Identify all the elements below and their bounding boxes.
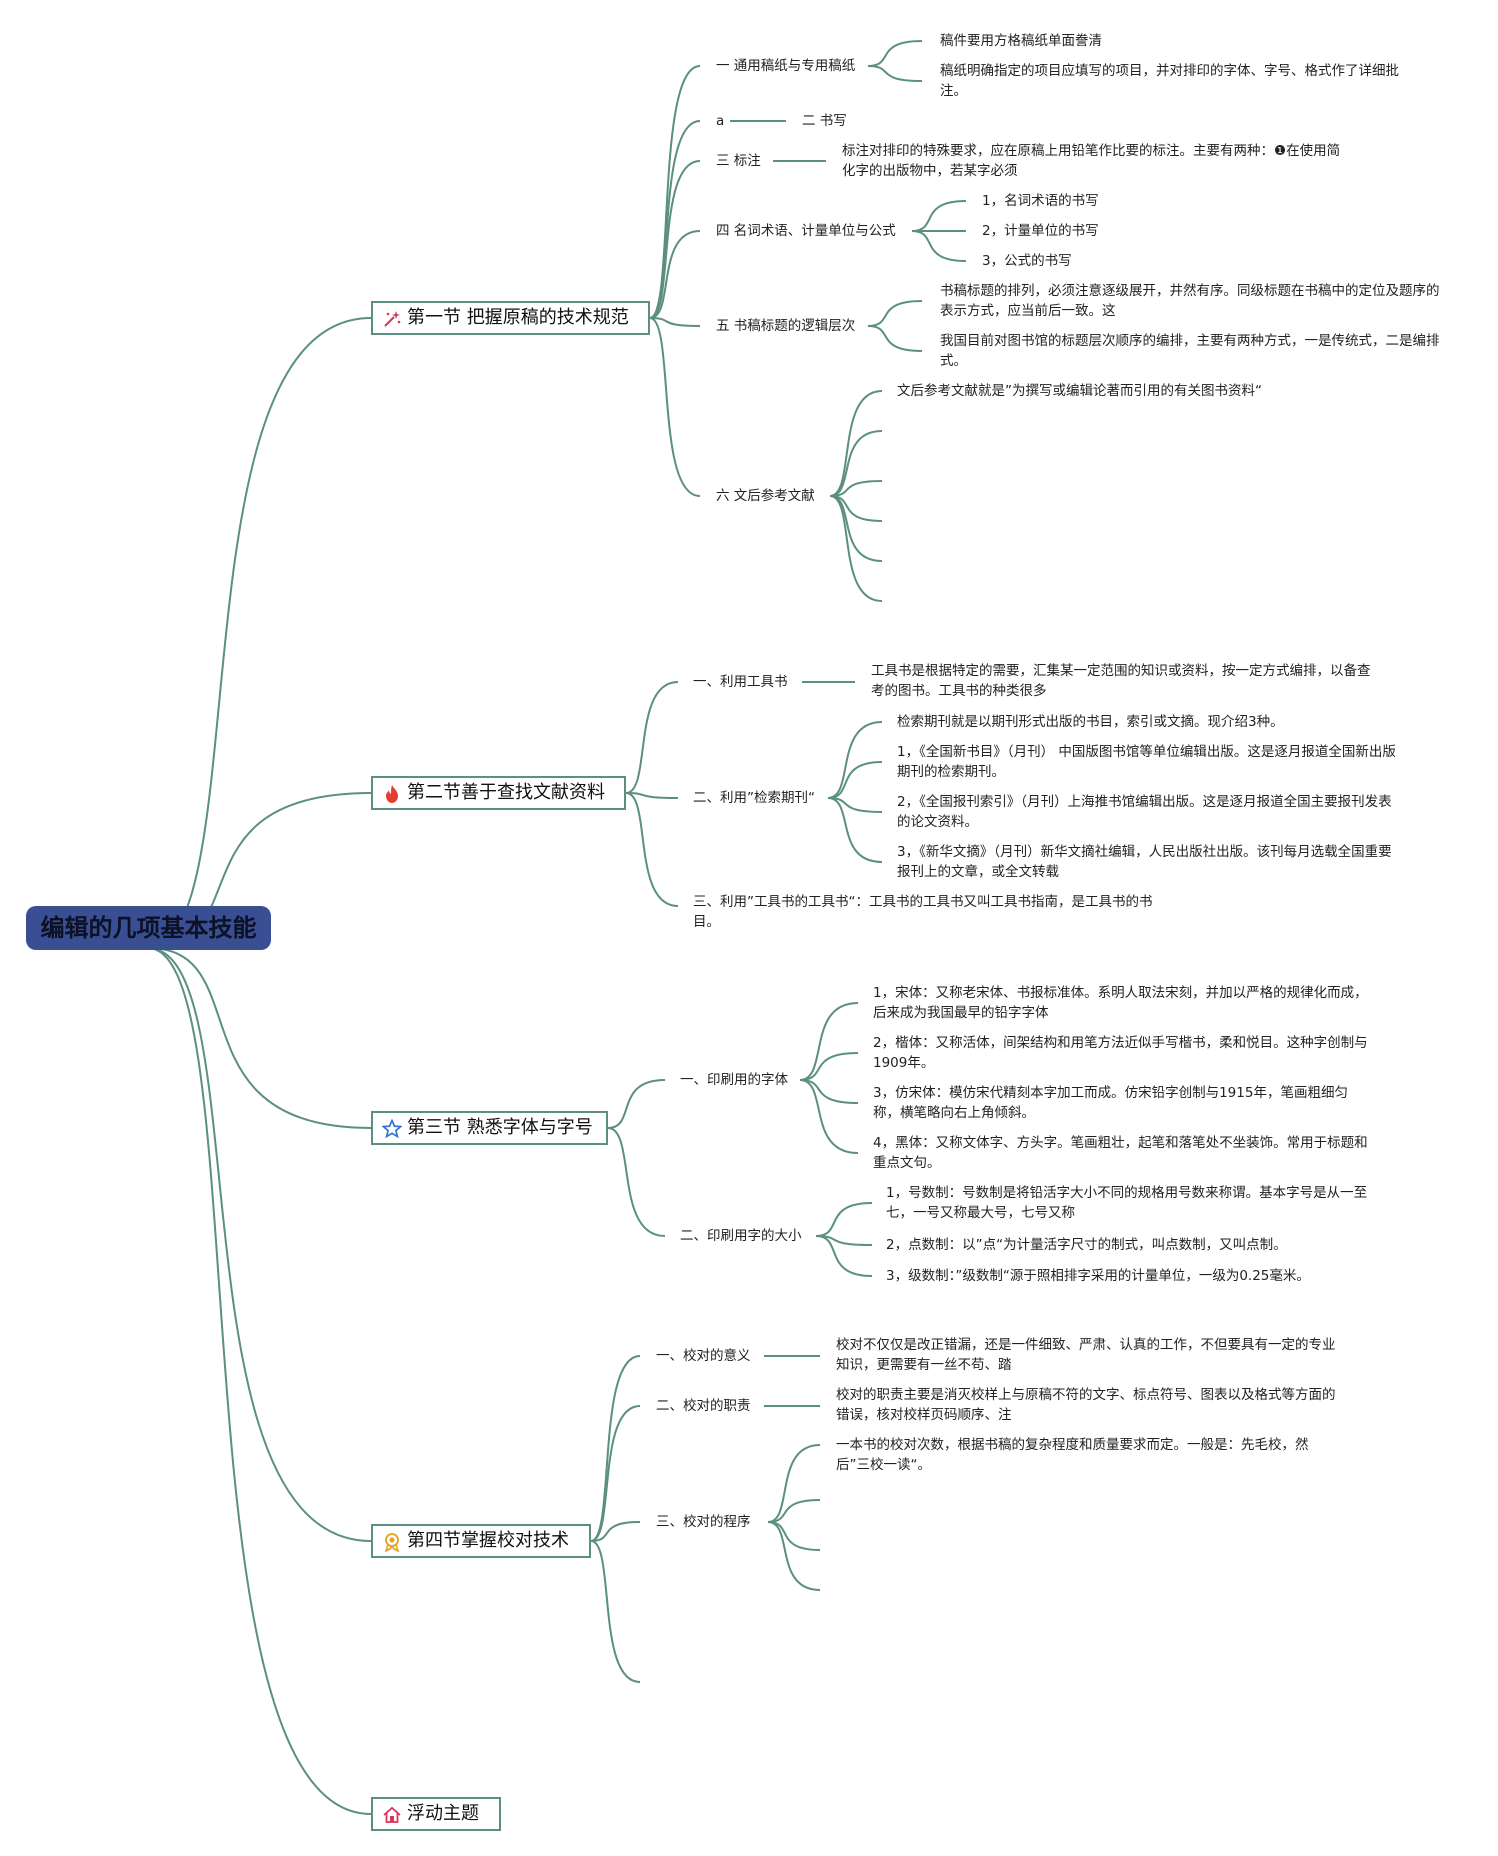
root-to-section-line [147, 947, 372, 1815]
section-3-node[interactable]: 第三节 熟悉字体与字号 [371, 1111, 608, 1145]
section-3-title: 第三节 熟悉字体与字号 [407, 1117, 593, 1138]
s1-topic-1-detail-2[interactable]: 稿纸明确指定的项目应填写的项目，并对排印的字体、字号、格式作了详细批注。 [940, 63, 1399, 99]
s2-branch-line [625, 792, 679, 907]
s4-t3-child-line [767, 1444, 821, 1523]
s1-topic-4-item-2[interactable]: 2，计量单位的书写 [982, 223, 1099, 239]
s3-t1-child-line [799, 1002, 859, 1081]
s2-topic-1[interactable]: 一、利用工具书 [693, 674, 788, 690]
s2-t2-child-line [827, 721, 883, 799]
s1-t6-child-line [829, 480, 883, 497]
s1-topic-3[interactable]: 三 标注 [716, 153, 761, 169]
section-2-node[interactable]: 第二节善于查找文献资料 [371, 776, 626, 810]
section-1-title: 第一节 把握原稿的技术规范 [407, 307, 629, 328]
s2-topic-2-detail-2[interactable]: 1，《全国新书目》（月刊） 中国版图书馆等单位编辑出版。这是逐月报道全国新出版期… [897, 744, 1396, 780]
s3-topic-2-detail-3[interactable]: 3，级数制：”级数制“源于照相排字采用的计量单位，一级为0.25毫米。 [886, 1268, 1310, 1284]
s1-t5-child-line [867, 325, 923, 352]
s1-topic-6-detail[interactable]: 文后参考文献就是”为撰写或编辑论著而引用的有关图书资料“ [897, 383, 1262, 399]
s3-t1-child-line [799, 1079, 859, 1154]
s2-t2-child-line [827, 797, 883, 863]
section-1-node[interactable]: 第一节 把握原稿的技术规范 [371, 301, 650, 335]
s2-topic-2-detail-4[interactable]: 3，《新华文摘》（月刊）新华文摘社编辑，人民出版社出版。该刊每月选载全国重要报刊… [897, 844, 1392, 880]
s1-topic-2[interactable]: 二 书写 [802, 113, 847, 129]
s3-topic-2-detail-1[interactable]: 1，号数制：号数制是将铅活字大小不同的规格用号数来称谓。基本字号是从一至七，一号… [886, 1185, 1368, 1221]
s4-branch-line [590, 1521, 641, 1542]
s3-topic-1-detail-3[interactable]: 3，仿宋体：模仿宋代精刻本字加工而成。仿宋铅字创制与1915年，笔画粗细匀称，横… [873, 1085, 1348, 1121]
s1-branch-line [649, 160, 701, 319]
s1-topic-1-detail-1[interactable]: 稿件要用方格稿纸单面誊清 [940, 33, 1102, 49]
s2-branch-line [625, 681, 679, 794]
s1-t4-child-line [911, 200, 967, 232]
s1-t4-child-line [911, 230, 967, 262]
s4-t3-child-line [767, 1521, 821, 1591]
s3-topic-1-detail-1[interactable]: 1，宋体：又称老宋体、书报标准体。系明人取法宋刻，并加以严格的规律化而成，后来成… [873, 985, 1368, 1021]
s1-topic-3-detail[interactable]: 标注对排印的特殊要求，应在原稿上用铅笔作比要的标注。主要有两种：❶在使用简化字的… [842, 143, 1341, 179]
s3-topic-1-detail-4[interactable]: 4，黑体：又称文体字、方头字。笔画粗壮，起笔和落笔处不坐装饰。常用于标题和重点文… [873, 1135, 1368, 1171]
s2-topic-2[interactable]: 二、利用”检索期刊“ [693, 790, 815, 806]
s1-topic-5[interactable]: 五 书稿标题的逻辑层次 [716, 318, 856, 334]
s1-topic-4[interactable]: 四 名词术语、计量单位与公式 [716, 223, 896, 239]
s1-branch-line [649, 317, 701, 327]
s2-topic-1-detail[interactable]: 工具书是根据特定的需要，汇集某一定范围的知识或资料，按一定方式编排，以备查考的图… [871, 663, 1371, 699]
section-5-title: 浮动主题 [407, 1803, 479, 1824]
root-to-section-line [147, 317, 372, 949]
s3-topic-2[interactable]: 二、印刷用字的大小 [680, 1228, 802, 1244]
s4-branch-line [590, 1540, 641, 1683]
s1-t6-child-line [829, 495, 883, 562]
s4-topic-3-detail[interactable]: 一本书的校对次数，根据书稿的复杂程度和质量要求而定。一般是：先毛校，然后”三校一… [836, 1437, 1309, 1473]
s1-t6-child-line [829, 495, 883, 602]
s1-topic-4-item-1[interactable]: 1，名词术语的书写 [982, 193, 1099, 209]
s3-topic-1[interactable]: 一、印刷用的字体 [680, 1072, 788, 1088]
s1-branch-line [649, 120, 701, 319]
s3-t2-child-line [815, 1202, 873, 1237]
s4-t3-child-line [767, 1499, 821, 1523]
s2-t2-child-line [827, 761, 883, 799]
s3-t1-child-line [799, 1079, 859, 1104]
s1-topic-5-detail-2[interactable]: 我国目前对图书馆的标题层次顺序的编排，主要有两种方式，一是传统式，二是编排式。 [940, 333, 1440, 369]
s1-t6-child-line [829, 390, 883, 497]
s1-topic-5-detail-1[interactable]: 书稿标题的排列，必须注意逐级展开，井然有序。同级标题在书稿中的定位及题序的表示方… [940, 283, 1440, 319]
s4-topic-2[interactable]: 二、校对的职责 [656, 1398, 751, 1414]
s2-branch-line [625, 792, 679, 799]
s1-branch-line [649, 230, 701, 319]
fire-icon [386, 785, 398, 803]
root-to-section-line [147, 947, 372, 1542]
section-4-title: 第四节掌握校对技术 [407, 1530, 569, 1551]
root-to-section-line [147, 947, 372, 1129]
s3-branch-line [607, 1079, 666, 1129]
s2-topic-2-detail-3[interactable]: 2，《全国报刊索引》（月刊）上海推书馆编辑出版。这是逐月报道全国主要报刊发表的论… [897, 794, 1392, 830]
magic-wand-icon [384, 311, 401, 327]
s4-branch-line [590, 1355, 641, 1542]
s1-topic-6[interactable]: 六 文后参考文献 [716, 488, 815, 504]
section-5-node[interactable]: 浮动主题 [371, 1797, 501, 1831]
s3-t2-child-line [815, 1235, 873, 1277]
s4-topic-3[interactable]: 三、校对的程序 [656, 1514, 751, 1530]
s4-topic-2-detail[interactable]: 校对的职责主要是消灭校样上与原稿不符的文字、标点符号、图表以及格式等方面的错误，… [836, 1387, 1336, 1423]
s1-t6-child-line [829, 430, 883, 497]
s4-topic-1[interactable]: 一、校对的意义 [656, 1348, 751, 1364]
s1-branch-line [649, 317, 701, 497]
section-2-title: 第二节善于查找文献资料 [407, 782, 605, 803]
s1-topic-4-item-3[interactable]: 3，公式的书写 [982, 253, 1072, 269]
s1-t1-child-line [867, 65, 923, 82]
s1-t1-child-line [867, 40, 923, 67]
star-icon [382, 1119, 402, 1139]
section-4-node[interactable]: 第四节掌握校对技术 [371, 1524, 591, 1558]
s2-t2-child-line [827, 797, 883, 813]
s3-t1-child-line [799, 1052, 859, 1081]
s2-topic-2-detail-1[interactable]: 检索期刊就是以期刊形式出版的书目，索引或文摘。现介绍3种。 [897, 714, 1284, 730]
root-topic[interactable]: 编辑的几项基本技能 [26, 906, 271, 950]
s1-topic-2-prefix[interactable]: a [716, 113, 725, 129]
home-icon [383, 1806, 401, 1823]
s3-topic-1-detail-2[interactable]: 2，楷体：又称活体，间架结构和用笔方法近似手写楷书，柔和悦目。这种字创制与190… [873, 1035, 1368, 1071]
s2-topic-3[interactable]: 三、利用”工具书的工具书“：工具书的工具书又叫工具书指南，是工具书的书目。 [693, 894, 1153, 930]
s4-topic-1-detail[interactable]: 校对不仅仅是改正错漏，还是一件细致、严肃、认真的工作，不但要具有一定的专业知识，… [836, 1337, 1336, 1373]
award-ribbon-icon [384, 1533, 400, 1552]
s3-branch-line [607, 1127, 666, 1237]
s1-topic-1[interactable]: 一 通用稿纸与专用稿纸 [716, 58, 856, 74]
s4-branch-line [590, 1405, 641, 1542]
s3-topic-2-detail-2[interactable]: 2，点数制：以”点“为计量活字尺寸的制式，叫点数制，又叫点制。 [886, 1237, 1287, 1253]
s1-t5-child-line [867, 300, 923, 327]
